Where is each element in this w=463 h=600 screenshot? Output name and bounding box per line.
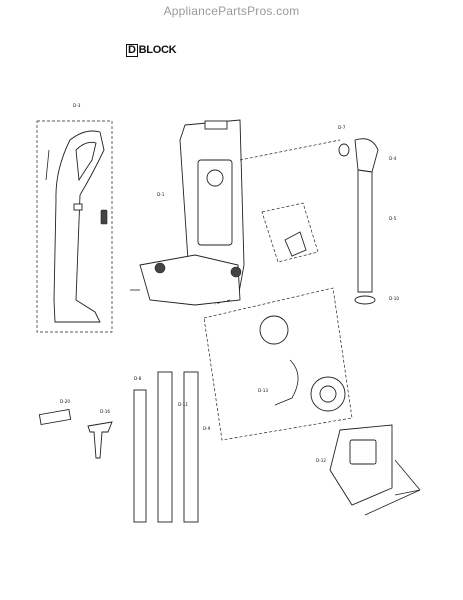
hose-assembly [338,138,379,305]
callout-upper-handle: D-3 [73,103,81,108]
callout-crevice-tool: D-8 [134,376,142,381]
base-wheel-right [230,266,242,278]
callout-rear-cover: D-12 [316,458,326,463]
callout-flexible-hose: D-5 [389,216,397,221]
block-word: BLOCK [138,44,177,56]
rear-cover [329,424,393,506]
handle-grip-opening [75,141,97,182]
motor-housing [259,315,289,345]
rear-cover-window [349,439,377,465]
callout-o-ring: D-7 [338,125,346,130]
block-letter: D [126,44,138,57]
dusting-brush [87,421,113,459]
main-body [130,119,341,306]
cover-screw-leader-2 [394,489,421,496]
site-watermark: AppliancePartsPros.com [163,4,300,18]
fan-hub [319,385,337,403]
hose-elbow [354,138,379,173]
upholstery-tool [38,408,72,426]
nozzle-base [139,254,241,306]
body-to-motor-leader [214,299,231,305]
callout-wand-1: D-9 [203,426,211,431]
hose-o-ring [338,143,350,157]
motor-group [203,287,353,441]
callout-dusting-brush: D-16 [100,409,110,414]
rear-cover-group [329,424,421,516]
body-top-grip [204,120,228,130]
callout-main-body: D-1 [157,192,165,197]
power-cord [274,359,299,406]
cover-screw-leader-3 [364,489,421,516]
handle-group-dashed-box [36,120,113,333]
base-wheel-left [154,262,166,274]
bracket-dashed-box [261,202,319,263]
body-gauge [206,169,224,187]
crevice-tool [133,389,147,523]
flexible-hose [357,169,373,293]
callout-upholstery-tool: D-20 [60,399,70,404]
body-rear-panel [197,159,233,246]
bracket-part [284,231,307,257]
hose-connection-leader [239,139,341,161]
bracket-group [261,202,319,263]
extension-wand-2 [183,371,199,523]
extension-wand-1 [157,371,173,523]
upper-handle [53,130,105,323]
callout-labels: D-3 D-1 D-7 D-4 D-5 D-10 D-13 D-11 D-8 D… [60,103,399,463]
handle-latch [73,203,83,211]
motor-dashed-box [203,287,353,441]
wand-tubes [38,371,199,523]
cover-screw-leader-1 [394,459,421,491]
callout-hose-elbow: D-4 [389,156,397,161]
callout-hose-cuff: D-10 [389,296,399,301]
handle-assembly-group [36,120,113,333]
hose-cuff [354,295,376,305]
handle-switch [100,209,108,225]
callout-motor: D-13 [258,388,268,393]
callout-wand-2: D-11 [178,402,188,407]
handle-screw [45,149,50,181]
